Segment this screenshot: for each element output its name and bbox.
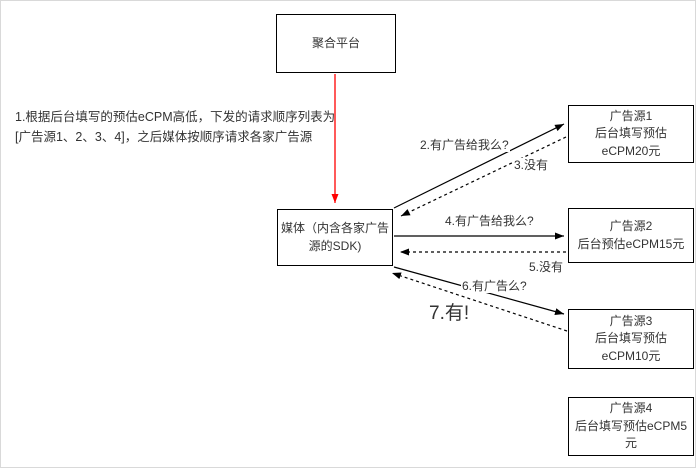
- edge-label-request2: 4.有广告给我么?: [444, 214, 535, 228]
- media-node: 媒体（内含各家广告 源的SDK): [277, 209, 393, 266]
- edge-label-reply3: 7.有!: [428, 303, 471, 324]
- ad-source-3-node: 广告源3 后台填写预估 eCPM10元: [568, 309, 694, 369]
- ad-source-1-node: 广告源1 后台填写预估 eCPM20元: [568, 105, 694, 163]
- edge-label-reply1: 3.没有: [513, 158, 550, 172]
- ad-source-4-node: 广告源4 后台填写预估eCPM5 元: [568, 397, 694, 456]
- platform-node: 聚合平台: [276, 14, 396, 73]
- ad-source-2-node: 广告源2 后台预估eCPM15元: [568, 208, 694, 263]
- note-text: 1.根据后台填写的预估eCPM高低，下发的请求顺序列表为 [广告源1、2、3、4…: [15, 110, 336, 144]
- edge-label-request3: 6.有广告么?: [461, 279, 528, 293]
- edge-label-reply2: 5.没有: [528, 260, 565, 274]
- edge-label-request1: 2.有广告给我么?: [419, 138, 510, 152]
